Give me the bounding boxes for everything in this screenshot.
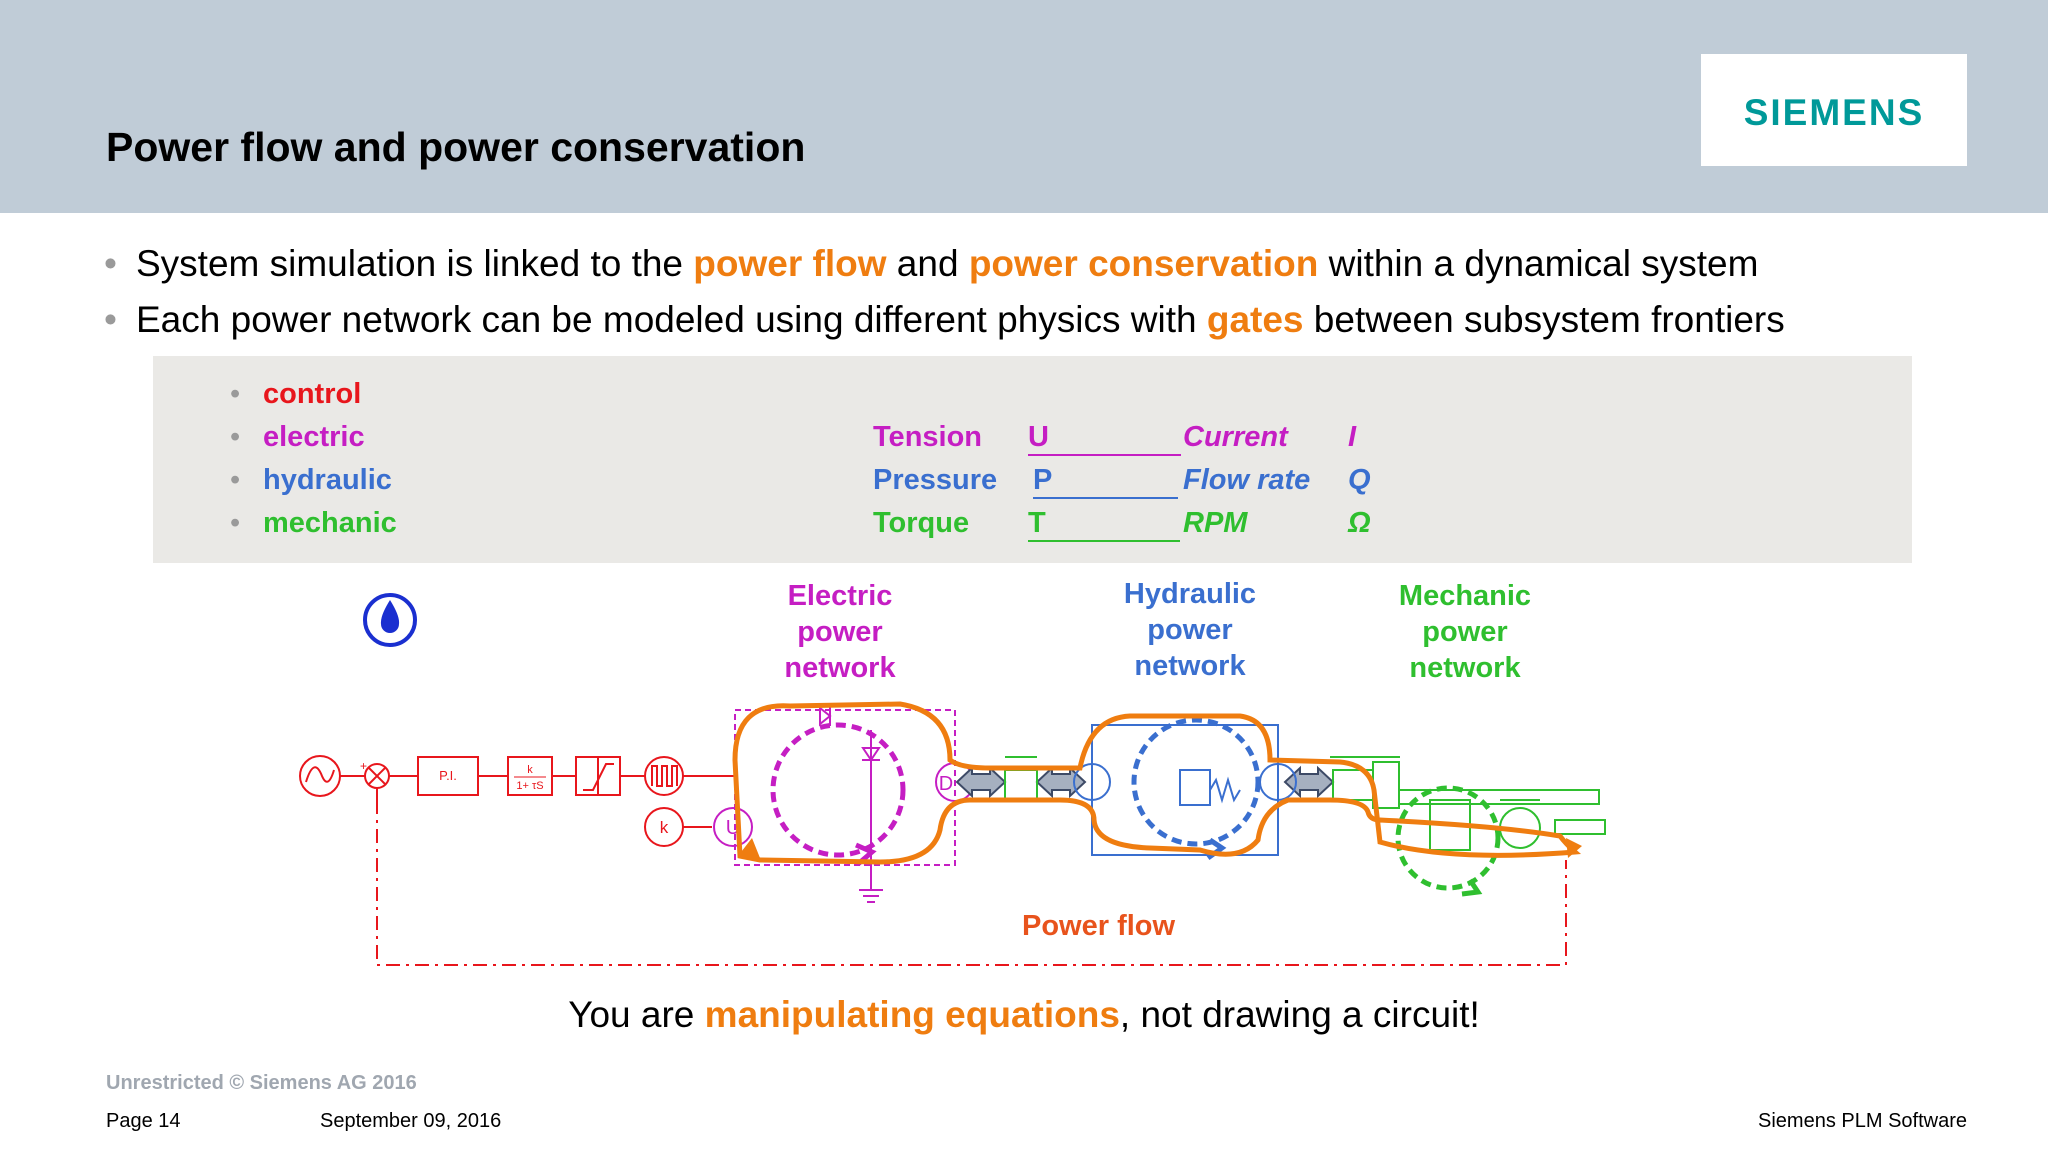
gate-icon	[1035, 765, 1087, 799]
legend-mechanic: •mechanic	[230, 507, 397, 539]
control-chain	[299, 755, 1567, 966]
power-flow-arrow-icon	[1566, 838, 1582, 858]
water-drop-icon	[363, 593, 417, 647]
slide-date: September 09, 2016	[320, 1110, 502, 1132]
relief-valve-icon	[1179, 769, 1211, 806]
physics-legend-box: •control •electric •hydraulic •mechanic …	[153, 356, 1912, 563]
electric-network	[713, 705, 975, 903]
gain-k-label: k	[660, 818, 669, 837]
svg-text:+: +	[360, 759, 367, 773]
closing-statement: You are manipulating equations, not draw…	[568, 994, 1480, 1035]
siemens-logo: SIEMENS	[1743, 92, 1925, 133]
power-flow-arrow-icon	[738, 838, 760, 858]
pi-label: P.I.	[439, 768, 457, 783]
bullet-dot-icon: •	[104, 243, 117, 284]
slide-header: Power flow and power conservation SIEMEN…	[0, 0, 2048, 213]
gate-arrows	[955, 765, 1335, 799]
highlight-text: gates	[1206, 299, 1304, 340]
legend-electric: •electric	[230, 421, 365, 453]
highlight-text: power conservation	[968, 243, 1319, 284]
highlight-text: power flow	[693, 243, 887, 284]
hydraulic-network	[1073, 717, 1297, 861]
voltage-source-icon	[713, 807, 753, 847]
tf-numerator: k	[527, 764, 533, 776]
bullet-item: • Each power network can be modeled usin…	[104, 292, 1785, 348]
bullet-item: • System simulation is linked to the pow…	[104, 236, 1785, 292]
company-name: Siemens PLM Software	[1758, 1110, 1967, 1132]
slide-title: Power flow and power conservation	[106, 124, 806, 170]
logo-box: SIEMENS	[1701, 54, 1967, 166]
legend-hydraulic: •hydraulic	[230, 464, 392, 496]
motor-label: D	[939, 773, 953, 795]
legend-control: •control	[230, 378, 362, 410]
tf-denominator: 1+ τS	[516, 780, 543, 792]
page-number: Page 14	[106, 1110, 181, 1132]
bullet-list: • System simulation is linked to the pow…	[104, 236, 1785, 348]
copyright-notice: Unrestricted © Siemens AG 2016	[106, 1072, 417, 1094]
signal-source-icon	[299, 755, 341, 797]
power-flow-label: Power flow	[1022, 910, 1176, 942]
highlight-text: manipulating equations	[704, 994, 1120, 1035]
gate-icon	[955, 765, 1007, 799]
bullet-dot-icon: •	[104, 299, 117, 340]
power-flow-loop	[732, 701, 1582, 865]
